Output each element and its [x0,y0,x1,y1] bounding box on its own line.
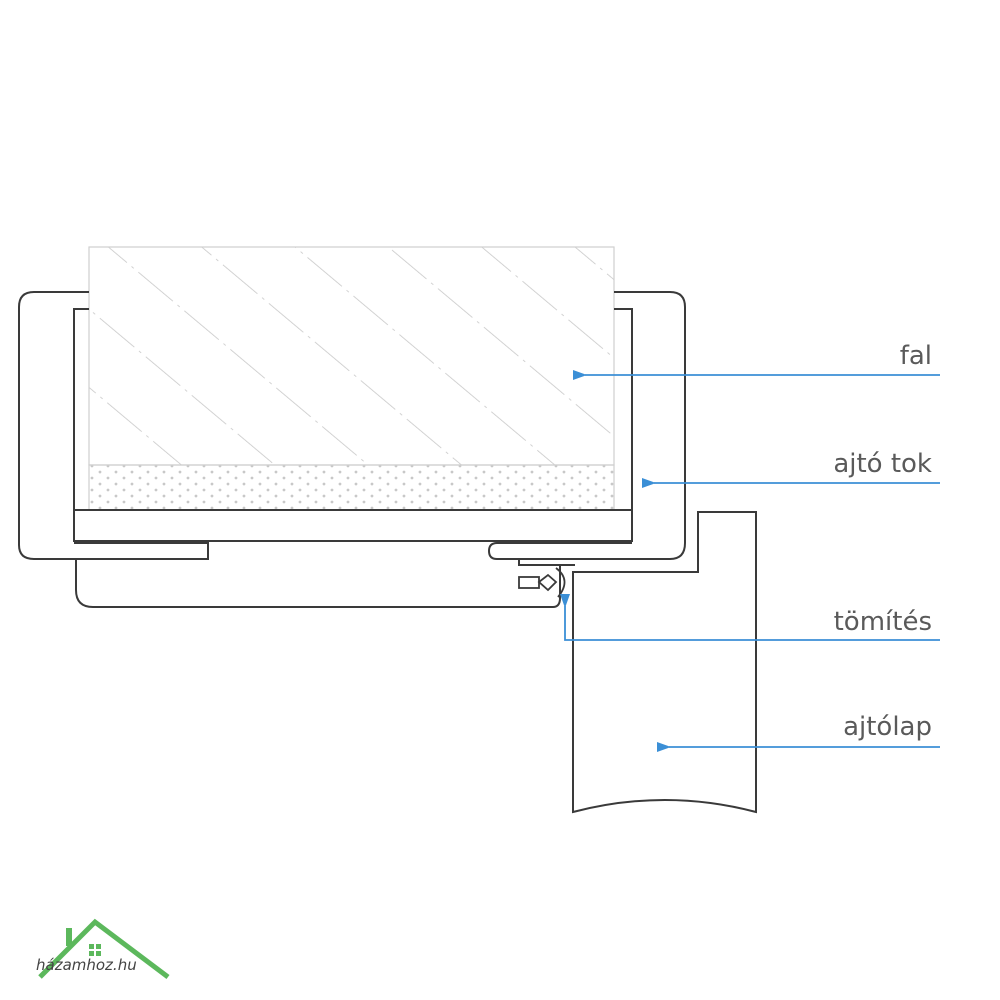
leader-lines [560,370,940,752]
house-roof-icon [38,918,170,979]
label-door-frame: ajtó tok [833,449,932,479]
wall-section [88,246,615,511]
door-frame [18,291,686,608]
label-seal: tömítés [834,607,932,637]
leader-seal [560,594,940,641]
seal [518,567,566,598]
brand-logo: házamhoz.hu [36,918,170,979]
logo-text: házamhoz.hu [36,956,137,974]
door-leaf [572,511,757,814]
label-wall: fal [900,341,932,371]
window-icon [89,944,101,956]
chimney-icon [66,928,72,946]
label-door-leaf: ajtólap [843,712,932,742]
